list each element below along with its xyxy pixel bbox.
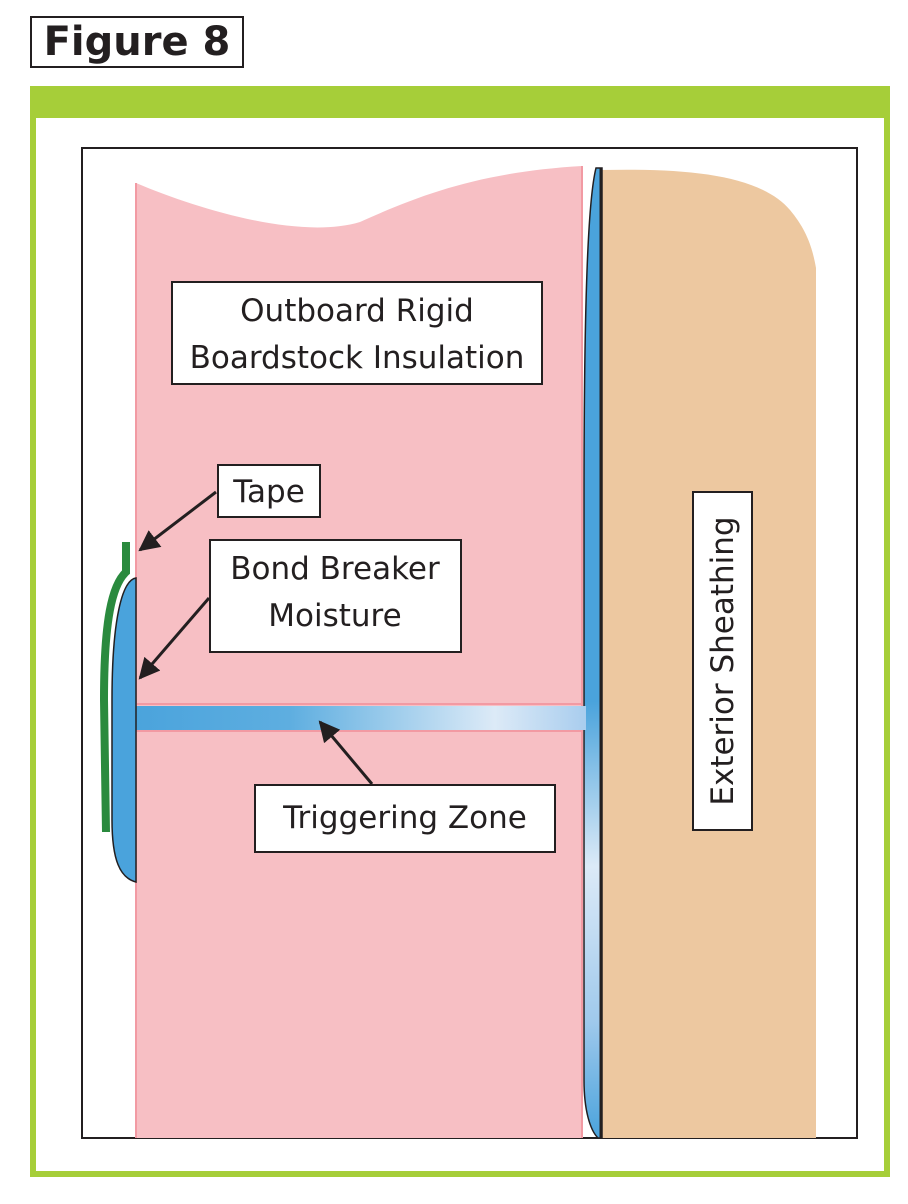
bond-breaker-moisture — [111, 577, 137, 883]
exterior-sheathing-label: Exterior Sheathing — [705, 516, 741, 805]
exterior-sheathing-label-box — [692, 491, 753, 831]
triggering-zone-label-box — [254, 784, 556, 853]
bond-breaker-label-line2: Moisture — [268, 598, 401, 634]
insulation-label-line2: Boardstock Insulation — [190, 340, 525, 376]
tape-label-box — [217, 464, 321, 518]
triggering-zone-label: Triggering Zone — [282, 800, 527, 836]
moisture-layer-vertical — [583, 167, 603, 1139]
bond-breaker-label-box — [209, 539, 462, 653]
bond-breaker-label-line1: Bond Breaker — [230, 551, 440, 587]
figure-title: Figure 8 — [30, 16, 244, 68]
insulation-label-box — [171, 281, 543, 385]
tape-strip — [99, 542, 130, 833]
moisture-joint-channel — [130, 706, 586, 730]
tape-label: Tape — [232, 474, 305, 510]
tape-arrow — [138, 490, 217, 552]
triggering-zone-arrow — [318, 720, 374, 785]
bond-breaker-arrow — [138, 597, 211, 680]
insulation-label-line1: Outboard Rigid — [240, 293, 474, 329]
frame-border — [30, 86, 890, 1177]
